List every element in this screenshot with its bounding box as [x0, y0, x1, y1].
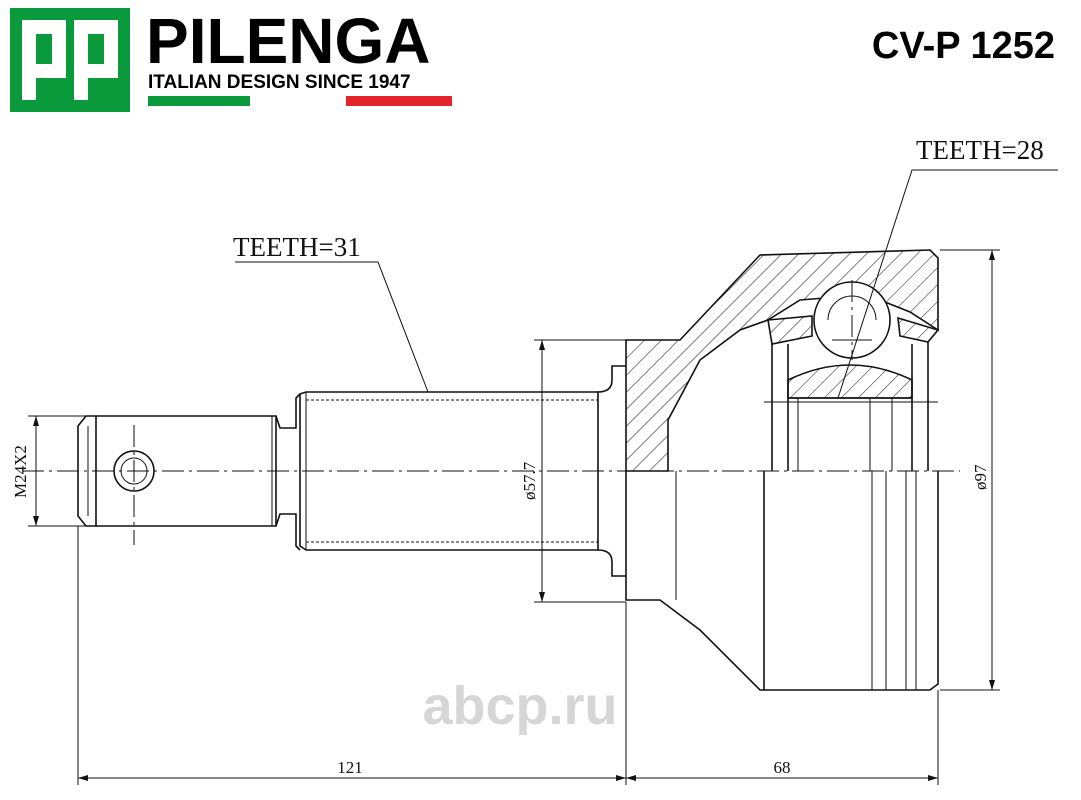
teeth-outer-label: TEETH=28 [916, 135, 1044, 165]
brand-logo [10, 8, 130, 112]
brand-tagline: ITALIAN DESIGN SINCE 1947 [148, 72, 411, 93]
flag-green-stripe [148, 96, 250, 106]
logo-qp-mark-icon [22, 20, 118, 100]
dimension-lines [28, 169, 1058, 785]
splined-shaft [299, 365, 626, 577]
cv-housing [625, 249, 940, 691]
part-number: CV-P 1252 [872, 25, 1055, 67]
shaft-diameter-label: ø57.7 [520, 461, 539, 500]
length-shaft-label: 121 [337, 758, 363, 777]
length-housing-label: 68 [774, 758, 791, 777]
thread-size-label: M24X2 [11, 445, 30, 498]
threaded-stub [77, 393, 301, 551]
brand-name: PILENGA [146, 5, 430, 77]
teeth-shaft-label: TEETH=31 [233, 232, 361, 262]
leader-teeth-shaft [235, 261, 429, 393]
leader-teeth-outer [837, 169, 1058, 399]
cotter-pin-hole [113, 450, 155, 492]
housing-diameter-label: ø97 [971, 464, 990, 490]
watermark: abcp.ru [422, 676, 617, 736]
flag-red-stripe [346, 96, 452, 106]
